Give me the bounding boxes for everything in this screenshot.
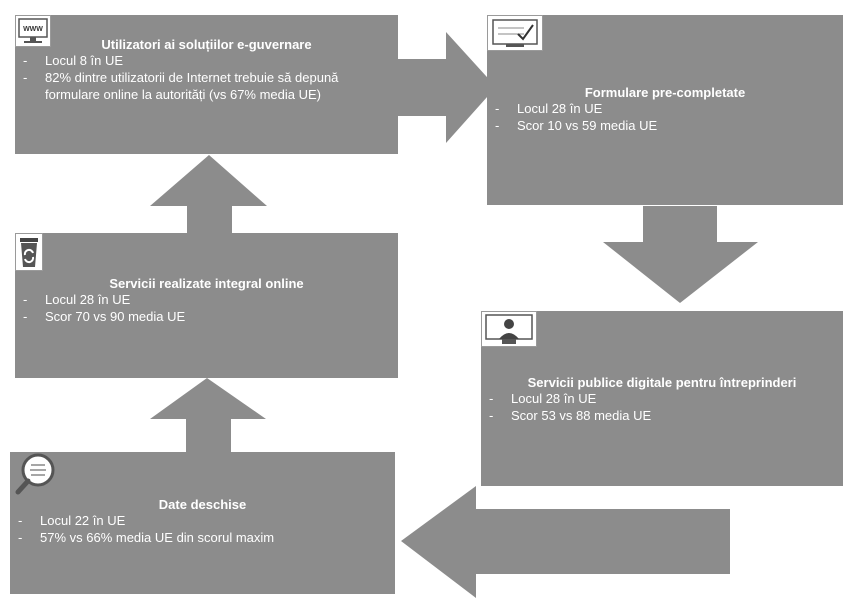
list-item: Scor 10 vs 59 media UE	[495, 117, 835, 134]
business-person-icon	[481, 311, 537, 347]
arrow-down	[603, 206, 758, 303]
arrow-up-upper	[150, 155, 267, 234]
box-list: Locul 28 în UE Scor 10 vs 59 media UE	[495, 100, 835, 134]
box-e-government-users: Utilizatori ai soluțiilor e-guvernare Lo…	[15, 15, 398, 154]
magnifier-data-icon	[10, 452, 60, 496]
box-list: Locul 28 în UE Scor 70 vs 90 media UE	[23, 291, 390, 325]
box-list: Locul 22 în UE 57% vs 66% media UE din s…	[18, 512, 387, 546]
box-title: Formulare pre-completate	[584, 85, 746, 100]
arrow-right	[398, 32, 496, 143]
list-item: Scor 70 vs 90 media UE	[23, 308, 390, 325]
list-item: Locul 8 în UE	[23, 52, 390, 69]
box-title: Servicii publice digitale pentru întrepr…	[527, 375, 797, 390]
list-item: Scor 53 vs 88 media UE	[489, 407, 835, 424]
box-prefilled-forms: Formulare pre-completate Locul 28 în UE …	[487, 15, 843, 205]
box-title: Utilizatori ai soluțiilor e-guvernare	[101, 37, 312, 52]
arrow-left	[401, 486, 730, 598]
list-item: Locul 28 în UE	[23, 291, 390, 308]
icon-caption: WWW	[23, 26, 43, 33]
box-digital-public-services-business: Servicii publice digitale pentru întrepr…	[481, 311, 843, 486]
list-item: Locul 22 în UE	[18, 512, 387, 529]
box-open-data: Date deschise Locul 22 în UE 57% vs 66% …	[10, 452, 395, 594]
monitor-www-icon: WWW	[15, 15, 51, 47]
box-fully-online-services: Servicii realizate integral online Locul…	[15, 233, 398, 378]
box-title: Date deschise	[158, 497, 247, 512]
arrow-up-lower	[150, 378, 266, 452]
box-title: Servicii realizate integral online	[109, 276, 304, 291]
recycle-bin-icon	[15, 233, 43, 271]
box-list: Locul 8 în UE 82% dintre utilizatorii de…	[23, 52, 390, 103]
list-item: 82% dintre utilizatorii de Internet treb…	[23, 69, 390, 103]
list-item: Locul 28 în UE	[489, 390, 835, 407]
form-check-icon	[487, 15, 543, 51]
list-item: 57% vs 66% media UE din scorul maxim	[18, 529, 387, 546]
box-list: Locul 28 în UE Scor 53 vs 88 media UE	[489, 390, 835, 424]
list-item: Locul 28 în UE	[495, 100, 835, 117]
